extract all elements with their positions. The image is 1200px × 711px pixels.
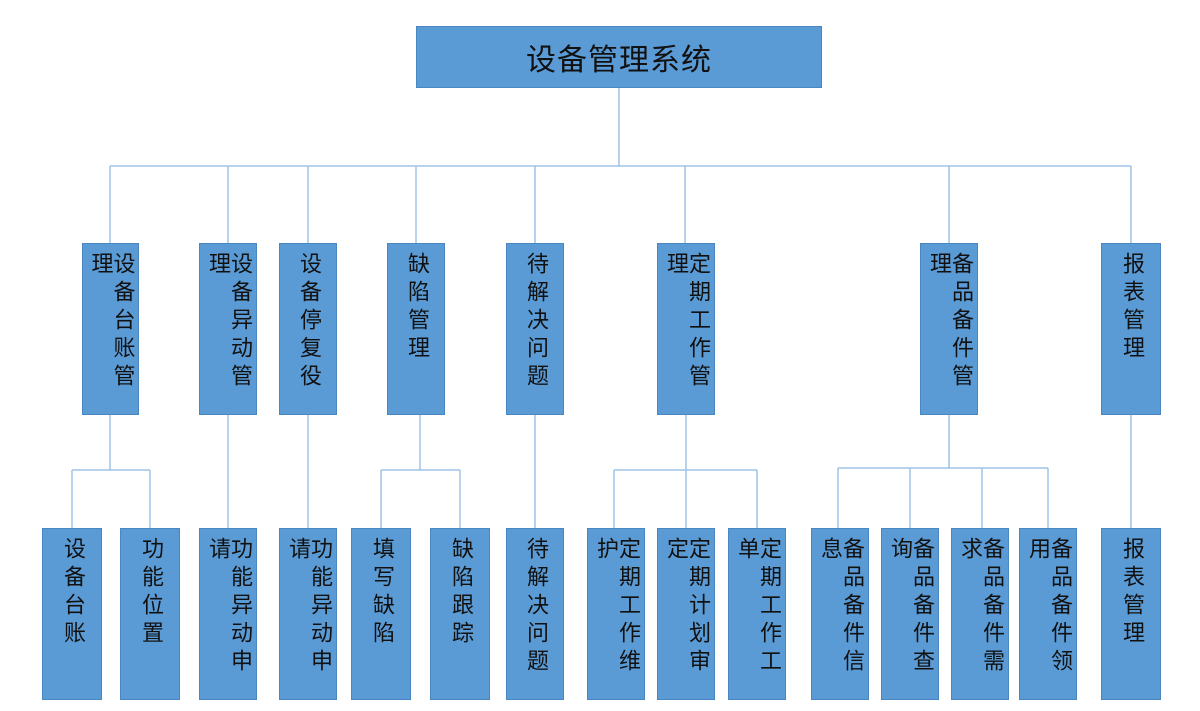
child-label: 定期工作维护 <box>593 537 640 677</box>
child-node: 填写缺陷 <box>351 528 411 700</box>
child-node: 报表管理 <box>1101 528 1161 700</box>
child-node: 备品备件需求 <box>951 528 1009 700</box>
child-node: 备品备件查询 <box>881 528 939 700</box>
module-change: 设备异动管理 <box>199 243 257 415</box>
child-node: 备品备件领用 <box>1019 528 1077 700</box>
child-node: 定期工作维护 <box>587 528 645 700</box>
module-label: 设备停复役 <box>296 252 321 392</box>
module-decommission: 设备停复役 <box>279 243 337 415</box>
child-node: 定期工作工单 <box>728 528 786 700</box>
child-label: 待解决问题 <box>523 537 548 677</box>
module-label: 缺陷管理 <box>404 252 429 364</box>
child-node: 定期计划审定 <box>657 528 715 700</box>
child-node: 功能异动申请 <box>199 528 257 700</box>
module-label: 定期工作管理 <box>663 252 710 392</box>
child-node: 待解决问题 <box>506 528 564 700</box>
child-label: 备品备件需求 <box>957 537 1004 677</box>
module-periodic-work: 定期工作管理 <box>657 243 715 415</box>
child-node: 缺陷跟踪 <box>430 528 490 700</box>
module-ledger: 设备台账管理 <box>82 243 139 415</box>
child-node: 功能异动申请 <box>279 528 337 700</box>
child-label: 备品备件信息 <box>817 537 864 677</box>
child-label: 填写缺陷 <box>369 537 394 649</box>
child-label: 设备台账 <box>60 537 85 649</box>
root-node: 设备管理系统 <box>416 26 822 88</box>
child-label: 备品备件查询 <box>887 537 934 677</box>
module-label: 待解决问题 <box>523 252 548 392</box>
module-label: 报表管理 <box>1119 252 1144 364</box>
child-label: 定期工作工单 <box>734 537 781 677</box>
module-spare-parts: 备品备件管理 <box>920 243 978 415</box>
child-label: 缺陷跟踪 <box>448 537 473 649</box>
child-label: 定期计划审定 <box>663 537 710 677</box>
child-node: 设备台账 <box>42 528 102 700</box>
child-label: 功能异动申请 <box>285 537 332 677</box>
child-node: 功能位置 <box>120 528 180 700</box>
child-label: 报表管理 <box>1119 537 1144 649</box>
root-label: 设备管理系统 <box>526 43 712 78</box>
module-reports: 报表管理 <box>1101 243 1161 415</box>
child-label: 功能异动申请 <box>205 537 252 677</box>
child-label: 备品备件领用 <box>1025 537 1072 677</box>
module-defect: 缺陷管理 <box>387 243 445 415</box>
child-node: 备品备件信息 <box>811 528 869 700</box>
module-label: 设备台账管理 <box>87 252 135 392</box>
module-label: 备品备件管理 <box>926 252 973 392</box>
child-label: 功能位置 <box>138 537 163 649</box>
module-pending-issues: 待解决问题 <box>506 243 564 415</box>
module-label: 设备异动管理 <box>205 252 252 392</box>
